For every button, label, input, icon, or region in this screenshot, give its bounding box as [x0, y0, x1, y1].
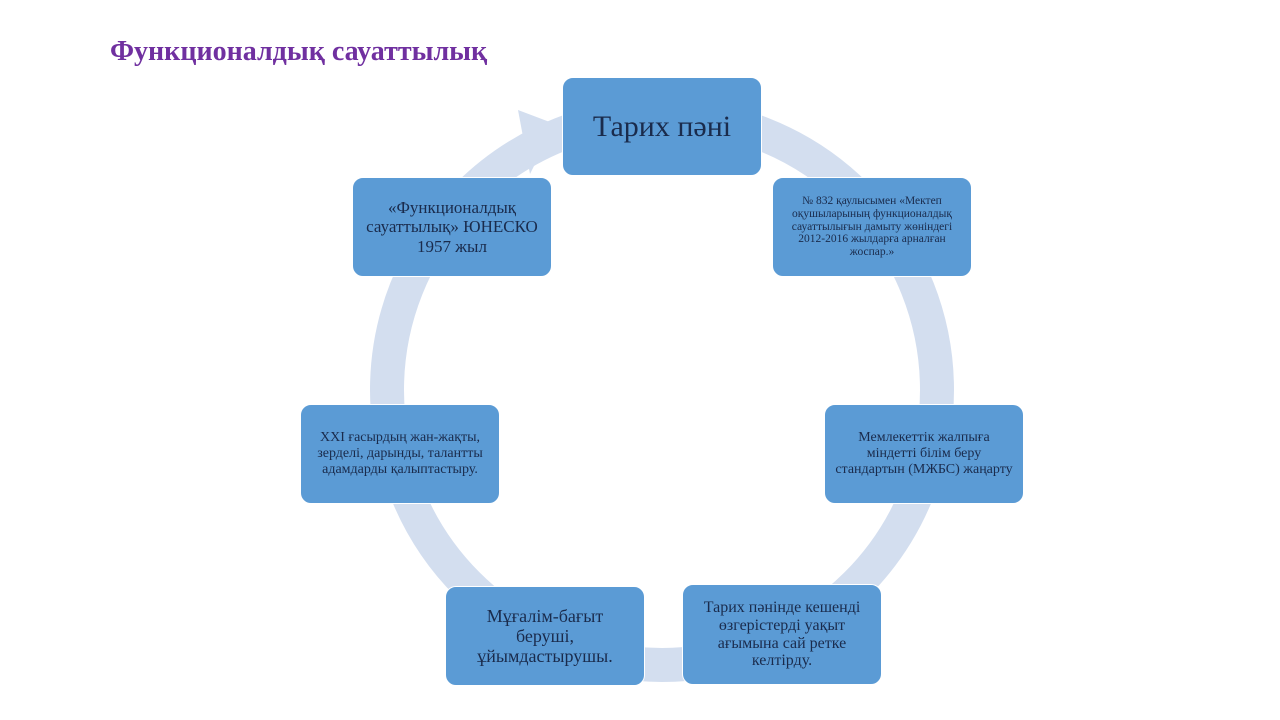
diagram-node-unesco-1957: «Функционалдық сауаттылық» ЮНЕСКО 1957 ж… [352, 177, 552, 277]
diagram-node-teacher-role: Мұғалім-бағыт беруші, ұйымдастырушы. [445, 586, 645, 686]
diagram-node-history-subject: Тарих пәні [562, 77, 762, 176]
diagram-node-complex-changes: Тарих пәнінде кешенді өзгерістерді уақыт… [682, 584, 882, 685]
diagram-node-resolution-832: № 832 қаулысымен «Мектеп оқушыларының фу… [772, 177, 972, 277]
diagram-node-standard-update: Мемлекеттік жалпыға міндетті білім беру … [824, 404, 1024, 504]
diagram-node-21st-century: XXI ғасырдың жан-жақты, зерделі, дарынды… [300, 404, 500, 504]
cycle-arrowhead [518, 110, 555, 174]
slide-title: Функционалдық сауаттылық [110, 36, 488, 67]
